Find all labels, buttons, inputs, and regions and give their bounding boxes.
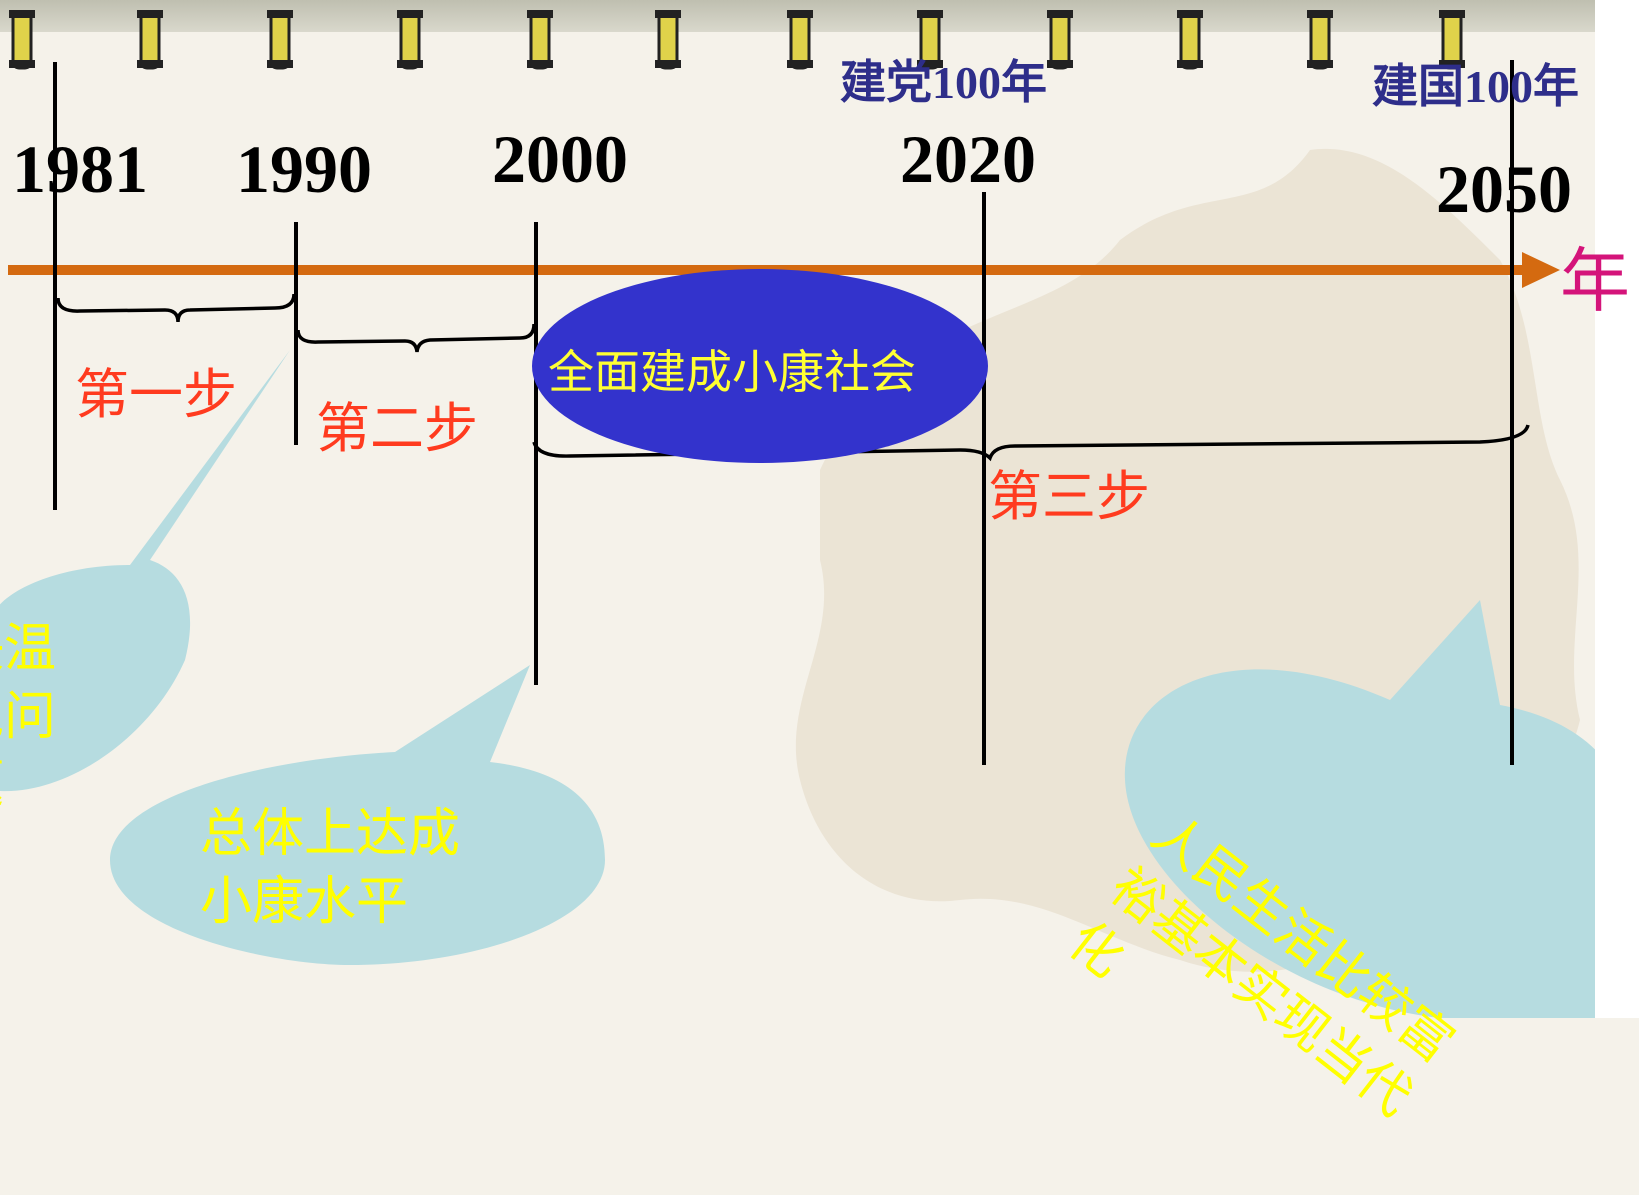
binder-ring [1047, 10, 1073, 70]
speech-bubble-third [1124, 600, 1639, 1018]
binder-ring [787, 10, 813, 70]
binder-ring [137, 10, 163, 70]
timeline-slide: 1981 1990 2000 2020 2050 建党100年 建国100年 年… [0, 0, 1639, 1128]
year-label-1981: 1981 [12, 131, 148, 207]
year-label-1990: 1990 [236, 131, 372, 207]
brace-second-step [296, 323, 536, 353]
brace-first-step [56, 293, 296, 323]
year-label-2000: 2000 [492, 121, 628, 197]
speech-bubble-first [0, 350, 290, 792]
label-party-centenary: 建党100年 [840, 57, 1047, 108]
binder-ring [655, 10, 681, 70]
binder-ring [1307, 10, 1333, 70]
speech-bubble-second [110, 665, 605, 965]
binder-ring [1177, 10, 1203, 70]
step-label-first: 第一步 [75, 363, 237, 426]
step-label-third: 第三步 [988, 465, 1150, 528]
label-nation-centenary: 建国100年 [1372, 61, 1579, 112]
bubble-text-first: 决温饱问题 [0, 619, 57, 815]
year-label-2020: 2020 [900, 121, 1036, 197]
page-edge [1595, 0, 1639, 1018]
binder-ring [397, 10, 423, 70]
binder-ring [267, 10, 293, 70]
binder-ring [527, 10, 553, 70]
goal-ellipse [532, 269, 988, 463]
binder-ring [1439, 10, 1465, 70]
brace-third-step [532, 424, 1530, 462]
binder-ring [9, 10, 35, 70]
binder-ring [917, 10, 943, 70]
goal-ellipse-text: 全面建成小康社会 [548, 345, 916, 399]
bubble-text-second: 总体上达成小康水平 [200, 804, 461, 932]
binder-ring-layer [9, 10, 1465, 70]
year-label-2050: 2050 [1436, 151, 1572, 227]
timeline-graphics [0, 60, 1639, 1018]
axis-unit-label: 年 [1560, 240, 1630, 322]
step-label-second: 第二步 [316, 397, 478, 460]
time-axis-arrowhead [1522, 252, 1560, 288]
